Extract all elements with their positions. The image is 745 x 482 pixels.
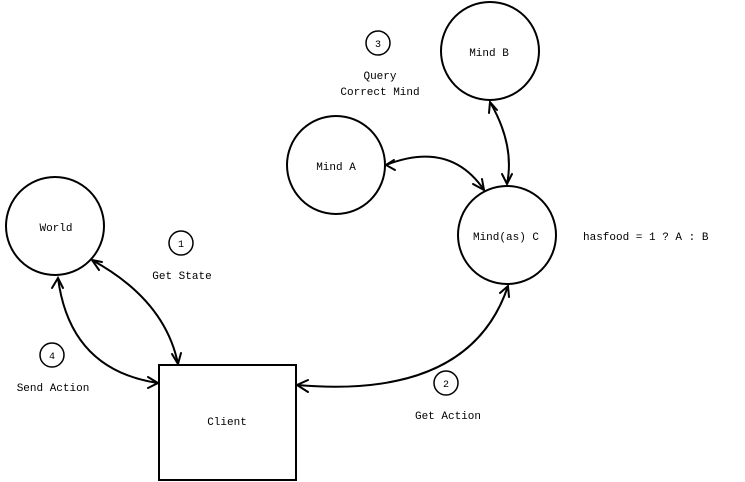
step-3-label-line1: Query (363, 71, 396, 83)
node-mind-c: Mind(as) C (457, 185, 557, 285)
edge-query-mind-a (385, 155, 485, 191)
edge-get-action (296, 285, 509, 388)
mind-b-label: Mind B (469, 48, 509, 60)
step-3-number: 3 (375, 40, 381, 51)
arrowhead-mind-b (488, 99, 498, 114)
edge-get-state (91, 259, 179, 365)
mind-a-circle (286, 115, 386, 215)
edge-query-mind-b (489, 101, 510, 185)
step-3-badge (365, 30, 391, 56)
step-2-badge (433, 370, 459, 396)
step-1-badge (168, 230, 194, 256)
edge-send-action (57, 277, 159, 384)
mind-c-circle (457, 185, 557, 285)
step-3-label-line2: Correct Mind (340, 87, 419, 99)
mind-c-label: Mind(as) C (473, 232, 539, 244)
node-mind-b: Mind B (440, 1, 540, 101)
mind-a-label: Mind A (316, 162, 356, 174)
step-4-label: Send Action (17, 383, 90, 395)
selection-rule-annotation: hasfood = 1 ? A : B (583, 232, 709, 244)
step-1: 1 Get State (152, 230, 212, 283)
world-label: World (39, 223, 72, 235)
node-mind-a: Mind A (286, 115, 386, 215)
arrowhead-mindc-get-action (499, 283, 510, 298)
step-1-label: Get State (152, 271, 211, 283)
client-box (158, 364, 297, 481)
arrowhead-mindc-from-b (501, 173, 513, 187)
arrowhead-world-get-state (89, 258, 103, 271)
step-4-badge (39, 342, 65, 368)
step-2: 2 Get Action (415, 370, 481, 423)
world-circle (5, 176, 105, 276)
node-world: World (5, 176, 105, 276)
step-4-number: 4 (49, 352, 55, 363)
step-4: 4 Send Action (17, 342, 90, 395)
step-3: 3 Query Correct Mind (340, 30, 420, 99)
step-1-number: 1 (178, 240, 184, 251)
arrowhead-mindc-from-a (472, 178, 486, 192)
node-client: Client (158, 364, 297, 481)
mind-b-circle (440, 1, 540, 101)
client-label: Client (207, 417, 247, 429)
arrowhead-world-send-action (51, 275, 64, 289)
step-2-label: Get Action (415, 411, 481, 423)
step-2-number: 2 (443, 380, 449, 391)
